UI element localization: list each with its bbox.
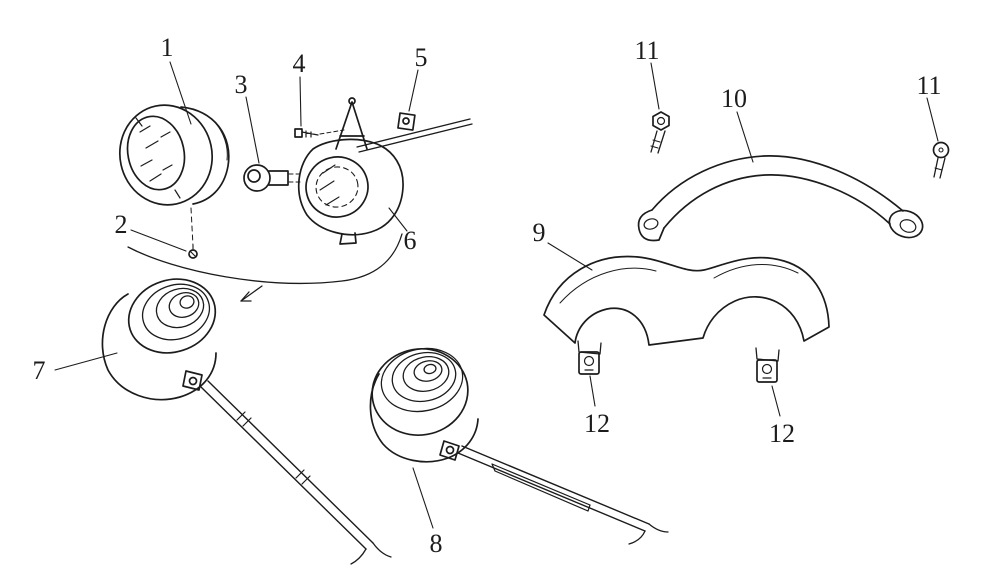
- part-label-8: 8: [430, 529, 443, 558]
- mounting-rod: [356, 118, 473, 153]
- part-label-12-left: 12: [584, 409, 610, 438]
- part-2-screw: [188, 244, 198, 259]
- part-label-9: 9: [533, 218, 546, 247]
- part-label-7: 7: [33, 356, 46, 385]
- part-label-3: 3: [235, 70, 248, 99]
- part-label-11-left: 11: [634, 36, 659, 65]
- part-8-lamp-assembly: [369, 347, 669, 545]
- part-6-lamp-shell: [297, 138, 404, 245]
- part-11-bolt-right: [932, 141, 950, 179]
- part-labels: 1 2 3 4 5 6 7 8 9 10 11 11 12 12: [33, 33, 942, 558]
- part-label-10: 10: [721, 84, 747, 113]
- part-label-2: 2: [115, 210, 128, 239]
- part-5-clip-nut: [397, 112, 416, 131]
- part-label-1: 1: [161, 33, 174, 62]
- part-3-bulb-socket: [243, 164, 302, 192]
- part-label-4: 4: [293, 49, 306, 78]
- part-4-screw: [294, 128, 345, 138]
- part-label-12-right: 12: [769, 419, 795, 448]
- mounting-bracket-curve: [127, 233, 403, 302]
- part-10-upper-bracket: [637, 155, 924, 242]
- part-11-bolt-left: [650, 111, 670, 154]
- part-12-clip-left: [578, 351, 600, 375]
- part-label-6: 6: [404, 226, 417, 255]
- part-1-headlamp-housing: [118, 104, 230, 247]
- diagram-artwork: [54, 61, 950, 565]
- leader-lines: [54, 61, 939, 529]
- part-label-11-right: 11: [916, 71, 941, 100]
- part-label-5: 5: [415, 43, 428, 72]
- part-7-lamp-assembly: [101, 278, 392, 565]
- part-12-clip-right: [756, 359, 778, 383]
